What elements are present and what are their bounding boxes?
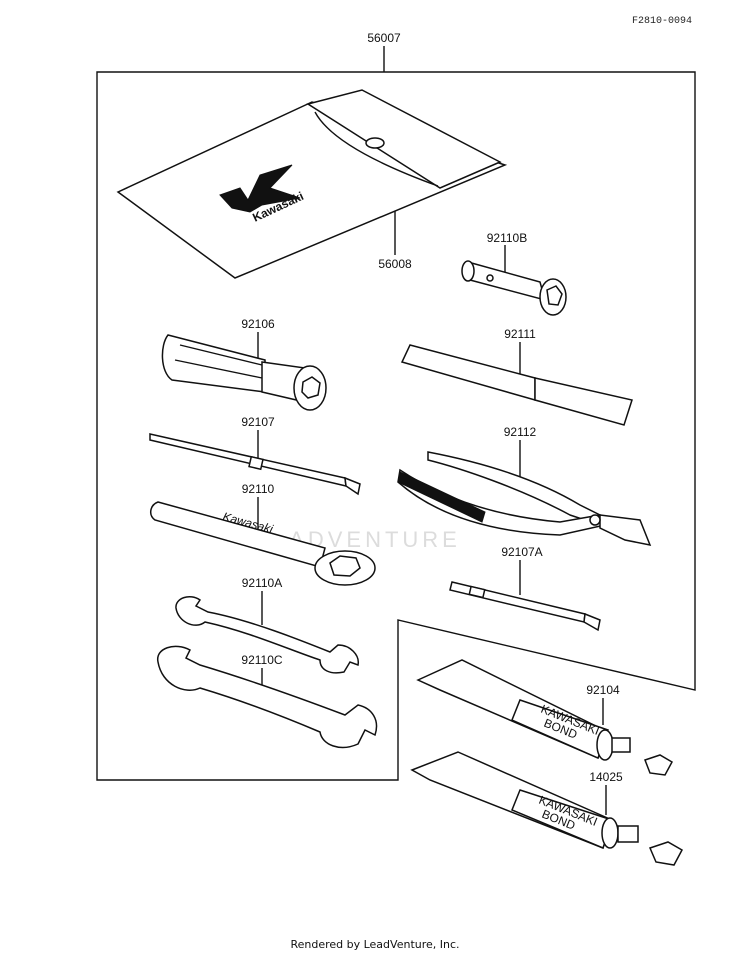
open-wrench-92110a xyxy=(175,596,359,674)
part-label-92107: 92107 xyxy=(241,415,275,429)
part-label-92111: 92111 xyxy=(504,327,536,341)
box-wrench-92110b xyxy=(461,260,567,316)
diagram-code: F2810-0094 xyxy=(631,16,692,27)
pliers-92112 xyxy=(397,451,652,547)
part-label-92106: 92106 xyxy=(241,317,275,331)
part-label-56007: 56007 xyxy=(367,31,401,45)
bond-tube-92104: KAWASAKI BOND xyxy=(416,659,674,776)
part-label-92104: 92104 xyxy=(586,683,620,697)
part-label-92112: 92112 xyxy=(504,425,537,439)
part-label-14025: 14025 xyxy=(589,770,623,784)
part-label-92107a: 92107A xyxy=(501,545,542,559)
tool-pouch: Kawasaki xyxy=(116,89,508,279)
part-label-92110b: 92110B xyxy=(487,231,527,245)
bond-tube-14025: KAWASAKI BOND xyxy=(410,751,684,866)
part-label-92110c: 92110C xyxy=(241,653,282,667)
footer-credit: Rendered by LeadVenture, Inc. xyxy=(290,938,460,951)
screwdriver-shaft-92107 xyxy=(149,433,361,496)
part-label-56008: 56008 xyxy=(378,257,412,271)
part-label-92110: 92110 xyxy=(242,482,275,496)
kit-frame xyxy=(96,71,696,781)
open-wrench-92110c xyxy=(157,645,378,749)
phillips-shaft-92107a xyxy=(449,581,601,632)
extension-bar-92111 xyxy=(400,344,633,426)
screwdriver-handle-92106 xyxy=(161,334,327,411)
part-label-92110a: 92110A xyxy=(242,576,282,590)
